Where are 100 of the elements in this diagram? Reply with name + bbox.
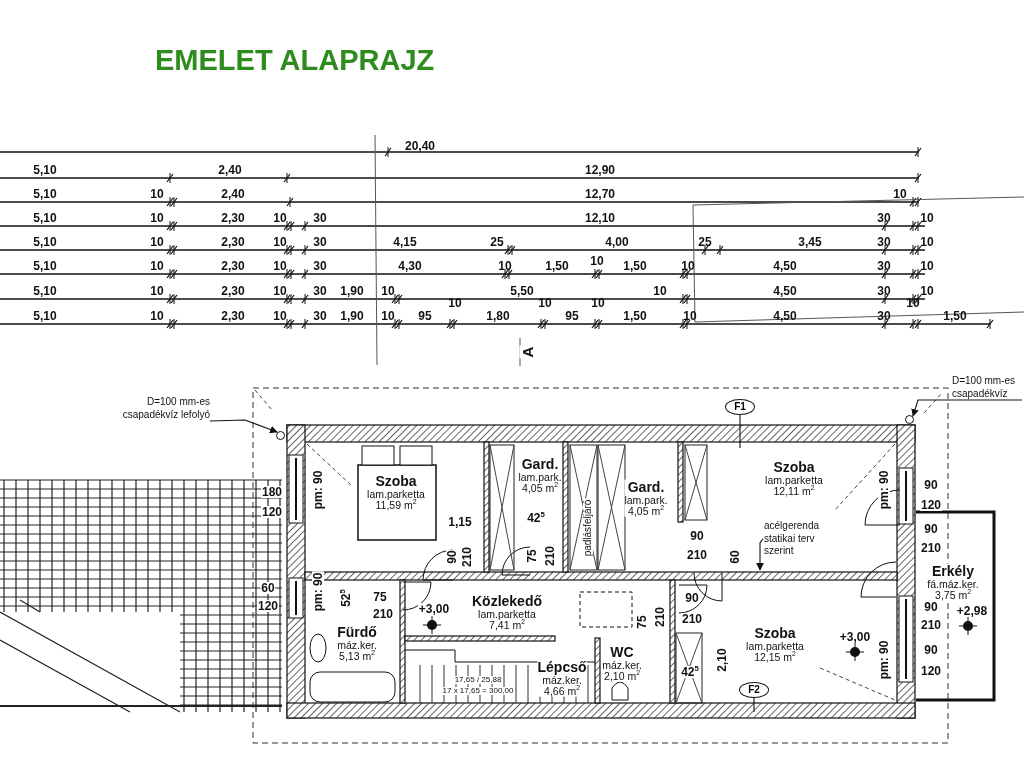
floor-finish: lam.parketta bbox=[746, 640, 804, 652]
floor-finish: fá.máz.ker. bbox=[927, 578, 979, 590]
dimension-value: 10 bbox=[150, 310, 164, 322]
dimension-value: 10 bbox=[893, 188, 907, 200]
dimension-value: 30 bbox=[313, 260, 327, 272]
dimension-value: 12,90 bbox=[585, 164, 615, 176]
room-name: Lépcső bbox=[537, 659, 587, 675]
dimension-value: 10 bbox=[273, 310, 287, 322]
dimension-value: 5,10 bbox=[33, 285, 57, 297]
plan-title: EMELET ALAPRAJZ bbox=[155, 44, 435, 77]
dimension-value: 2,30 bbox=[221, 260, 245, 272]
dimension-value: 10 bbox=[150, 260, 164, 272]
dimension-value: 5,50 bbox=[510, 285, 534, 297]
dimension-value: 10 bbox=[150, 188, 164, 200]
room-name: Fürdő bbox=[337, 624, 377, 640]
dimension-value: 25 bbox=[490, 236, 504, 248]
dimension-value: pm: 90 bbox=[312, 469, 324, 511]
dimension-value: 210 bbox=[686, 549, 708, 561]
dimension-value: 75 bbox=[526, 548, 538, 564]
dimension-value: 180 bbox=[261, 486, 283, 498]
dimension-value: 2,40 bbox=[218, 164, 242, 176]
annotation-text: acélgerenda statikai terv szerint bbox=[764, 520, 844, 558]
dimension-value: 4,15 bbox=[393, 236, 417, 248]
dimension-value: 210 bbox=[681, 613, 703, 625]
level-value: +3,00 bbox=[838, 631, 872, 643]
dimension-value: 30 bbox=[877, 310, 891, 322]
dimension-value: 5,10 bbox=[33, 260, 57, 272]
dimension-value: 90 bbox=[923, 644, 939, 656]
dimension-value: 210 bbox=[461, 546, 473, 568]
dimension-value: 210 bbox=[920, 619, 942, 631]
dimension-value: 210 bbox=[372, 608, 394, 620]
dimension-value: 5,10 bbox=[33, 212, 57, 224]
annotation-text: D=100 mm-es csapadékvíz lefolyó bbox=[120, 396, 210, 421]
dimension-value: 10 bbox=[273, 285, 287, 297]
dimension-value: 1,15 bbox=[447, 516, 473, 528]
downpipe-symbol bbox=[905, 415, 914, 424]
dimension-value: 120 bbox=[920, 665, 942, 677]
dimension-value: 10 bbox=[448, 297, 462, 309]
dimension-value: 10 bbox=[381, 285, 395, 297]
plan-note: padlásfeljáró bbox=[583, 498, 593, 558]
dimension-value: 2,40 bbox=[221, 188, 245, 200]
dimension-value: 1,80 bbox=[486, 310, 510, 322]
floor-finish: lam.parketta bbox=[367, 488, 425, 500]
dimension-value: 120 bbox=[257, 600, 279, 612]
dimension-value: 10 bbox=[273, 260, 287, 272]
dimension-value: 30 bbox=[877, 236, 891, 248]
dimension-value: 90 bbox=[923, 523, 939, 535]
dimension-value: 1,50 bbox=[545, 260, 569, 272]
dimension-value: 90 bbox=[684, 592, 700, 604]
dimension-value: 2,30 bbox=[221, 212, 245, 224]
dimension-value: 210 bbox=[544, 545, 556, 567]
dimension-value: 1,50 bbox=[623, 310, 647, 322]
dimension-value: 10 bbox=[538, 297, 552, 309]
dimension-value: 10 bbox=[920, 236, 934, 248]
dimension-value: 30 bbox=[313, 212, 327, 224]
dimension-value: 120 bbox=[261, 506, 283, 518]
floor-finish: lam.parketta bbox=[765, 474, 823, 486]
dimension-value: 4,50 bbox=[773, 260, 797, 272]
dimension-value: 4,50 bbox=[773, 310, 797, 322]
dimension-value: 90 bbox=[923, 479, 939, 491]
dimension-value: 2,10 bbox=[716, 647, 728, 673]
dimension-value: 60 bbox=[260, 582, 276, 594]
floor-finish: lam.park. bbox=[518, 471, 562, 483]
dimension-value: 2,30 bbox=[221, 310, 245, 322]
dimension-value: pm: 90 bbox=[878, 469, 890, 511]
leader-line bbox=[209, 419, 278, 434]
dimension-value: 5,10 bbox=[33, 188, 57, 200]
dimension-value: 12,70 bbox=[585, 188, 615, 200]
dimension-value: 10 bbox=[273, 212, 287, 224]
floor-finish: lam.park. bbox=[624, 494, 668, 506]
dimension-value: 1,90 bbox=[340, 310, 364, 322]
room-name: Közlekedő bbox=[472, 593, 542, 609]
dimension-value: 30 bbox=[877, 212, 891, 224]
dimension-value: 90 bbox=[923, 601, 939, 613]
dimension-value: 75 bbox=[372, 591, 388, 603]
dimension-value: 10 bbox=[653, 285, 667, 297]
dimension-value: 30 bbox=[877, 260, 891, 272]
dimension-value: 30 bbox=[313, 236, 327, 248]
dimension-value: 90 bbox=[446, 549, 458, 565]
dimension-value: 120 bbox=[920, 499, 942, 511]
dimension-value: 42$^{5}$ bbox=[526, 512, 546, 524]
dimension-value: 30 bbox=[313, 310, 327, 322]
dimension-value: 4,50 bbox=[773, 285, 797, 297]
dimension-value: 30 bbox=[877, 285, 891, 297]
dimension-value: 10 bbox=[150, 212, 164, 224]
downpipe-symbol bbox=[276, 431, 285, 440]
dimension-value: 10 bbox=[906, 297, 920, 309]
dimension-value: pm: 90 bbox=[312, 571, 324, 613]
dimension-value: 75 bbox=[636, 614, 648, 630]
room-area: 5,13 m$^{2}$ bbox=[337, 650, 377, 662]
dimension-value: 10 bbox=[498, 260, 512, 272]
dimension-value: pm: 90 bbox=[878, 639, 890, 681]
room-area: 2,10 m$^{2}$ bbox=[602, 670, 642, 682]
leader-line bbox=[911, 399, 1023, 417]
dimension-value: 20,40 bbox=[405, 140, 435, 152]
section-marker: A bbox=[519, 345, 535, 359]
dimension-value: 210 bbox=[920, 542, 942, 554]
dimension-value: 60 bbox=[729, 549, 741, 565]
section-tag: F2 bbox=[739, 682, 769, 698]
dimension-value: 10 bbox=[591, 297, 605, 309]
